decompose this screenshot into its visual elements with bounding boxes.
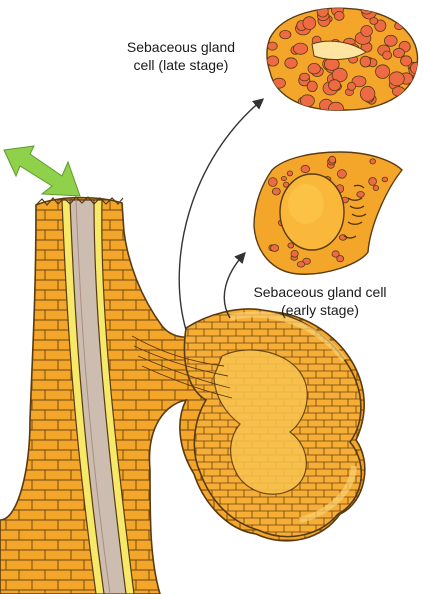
- lipid-droplet: [328, 102, 343, 116]
- lipid-droplet: [285, 58, 297, 69]
- lipid-droplet: [376, 65, 390, 79]
- lipid-droplet: [273, 78, 286, 88]
- lipid-droplet: [329, 156, 336, 163]
- lipid-droplet: [377, 218, 382, 224]
- lipid-droplet: [370, 159, 376, 164]
- lipid-droplet: [268, 178, 277, 187]
- lipid-droplet: [370, 18, 378, 25]
- green-arrow-icon: [4, 146, 80, 196]
- lipid-droplet: [329, 80, 341, 91]
- lipid-droplet: [389, 72, 404, 86]
- lipid-droplet: [360, 86, 375, 101]
- lipid-droplet: [332, 251, 339, 257]
- lipid-droplet: [361, 4, 373, 14]
- lipid-droplet: [392, 87, 405, 97]
- lipid-droplet: [373, 186, 379, 191]
- lipid-droplet: [317, 6, 328, 17]
- late-stage-cell: [267, 4, 422, 116]
- lipid-droplet: [280, 30, 291, 38]
- early-stage-cell: [254, 152, 402, 274]
- lipid-droplet: [307, 81, 317, 92]
- label-late-line2: cell (late stage): [108, 56, 254, 74]
- lipid-droplet: [267, 56, 279, 66]
- label-late-stage-cell: Sebaceous gland cell (late stage): [108, 38, 254, 74]
- lipid-droplet: [384, 35, 397, 46]
- lipid-droplet: [401, 56, 412, 66]
- lipid-droplet: [392, 214, 397, 219]
- lipid-droplet: [361, 258, 367, 264]
- lipid-droplet: [369, 177, 377, 185]
- lipid-droplet: [271, 245, 279, 252]
- lipid-droplet: [272, 188, 280, 195]
- lipid-droplet: [287, 171, 292, 176]
- lipid-droplet: [347, 82, 355, 90]
- lipid-droplet: [357, 192, 365, 198]
- lipid-droplet: [382, 177, 388, 182]
- lipid-droplet: [303, 17, 316, 30]
- lipid-droplet: [288, 243, 294, 248]
- lipid-droplet: [291, 250, 298, 257]
- lipid-droplet: [337, 170, 346, 179]
- lipid-droplet: [308, 63, 320, 74]
- lipid-droplet: [301, 165, 310, 172]
- lipid-droplet: [293, 43, 307, 54]
- lipid-droplet: [334, 11, 344, 20]
- label-early-stage-cell: Sebaceous gland cell (early stage): [232, 283, 408, 319]
- lipid-droplet: [297, 262, 305, 268]
- label-early-line2: (early stage): [232, 301, 408, 319]
- lipid-droplet: [383, 51, 392, 59]
- lipid-droplet: [411, 62, 423, 74]
- lipid-droplet: [281, 177, 286, 181]
- lipid-droplet: [300, 73, 310, 81]
- lipid-droplet: [360, 56, 371, 67]
- lipid-droplet: [361, 26, 373, 37]
- lipid-droplet: [268, 42, 278, 50]
- label-late-line1: Sebaceous gland: [108, 38, 254, 56]
- label-early-line1: Sebaceous gland cell: [232, 283, 408, 301]
